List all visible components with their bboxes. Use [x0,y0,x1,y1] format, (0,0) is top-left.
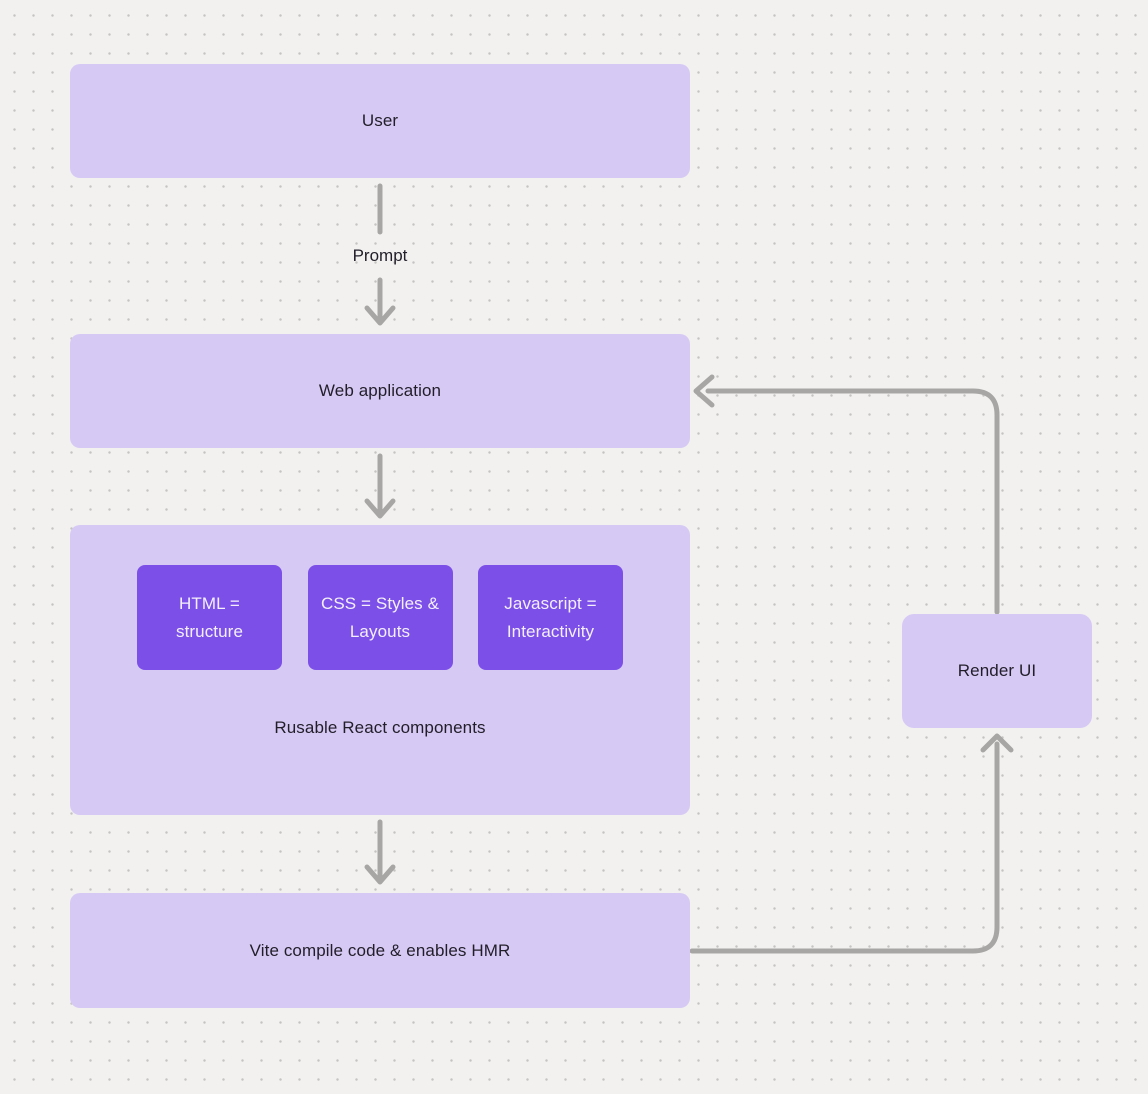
arrow-up-head-renderui [980,733,1014,753]
chip-html: HTML = structure [137,565,282,670]
arrow-vite-to-renderui-line [689,741,1000,954]
chip-css-label: CSS = Styles & Layouts [320,593,440,641]
chip-javascript-label: Javascript = Interactivity [504,593,597,641]
arrow-down-head-components [364,498,396,519]
node-vite: Vite compile code & enables HMR [70,893,690,1008]
node-render-ui-label: Render UI [957,661,1037,680]
components-chip-row: HTML = structure CSS = Styles & Layouts … [137,565,623,670]
node-user: User [70,64,690,178]
node-vite-label: Vite compile code & enables HMR [249,940,511,960]
node-web-application-label: Web application [318,381,442,400]
arrow-left-head-webapp [693,374,715,408]
chip-html-label: HTML = structure [175,593,244,641]
node-user-label: User [361,111,399,130]
arrow-down-head-webapp [364,305,396,326]
node-components-group: HTML = structure CSS = Styles & Layouts … [70,525,690,815]
arrow-down-head-vite [364,864,396,885]
node-render-ui: Render UI [902,614,1092,728]
node-components-group-label: Rusable React components [274,718,486,737]
arrow-renderui-to-webapp-line [705,388,1000,615]
node-web-application: Web application [70,334,690,448]
edge-label-prompt: Prompt [352,246,408,265]
chip-css: CSS = Styles & Layouts [307,565,453,670]
chip-javascript: Javascript = Interactivity [478,565,623,670]
